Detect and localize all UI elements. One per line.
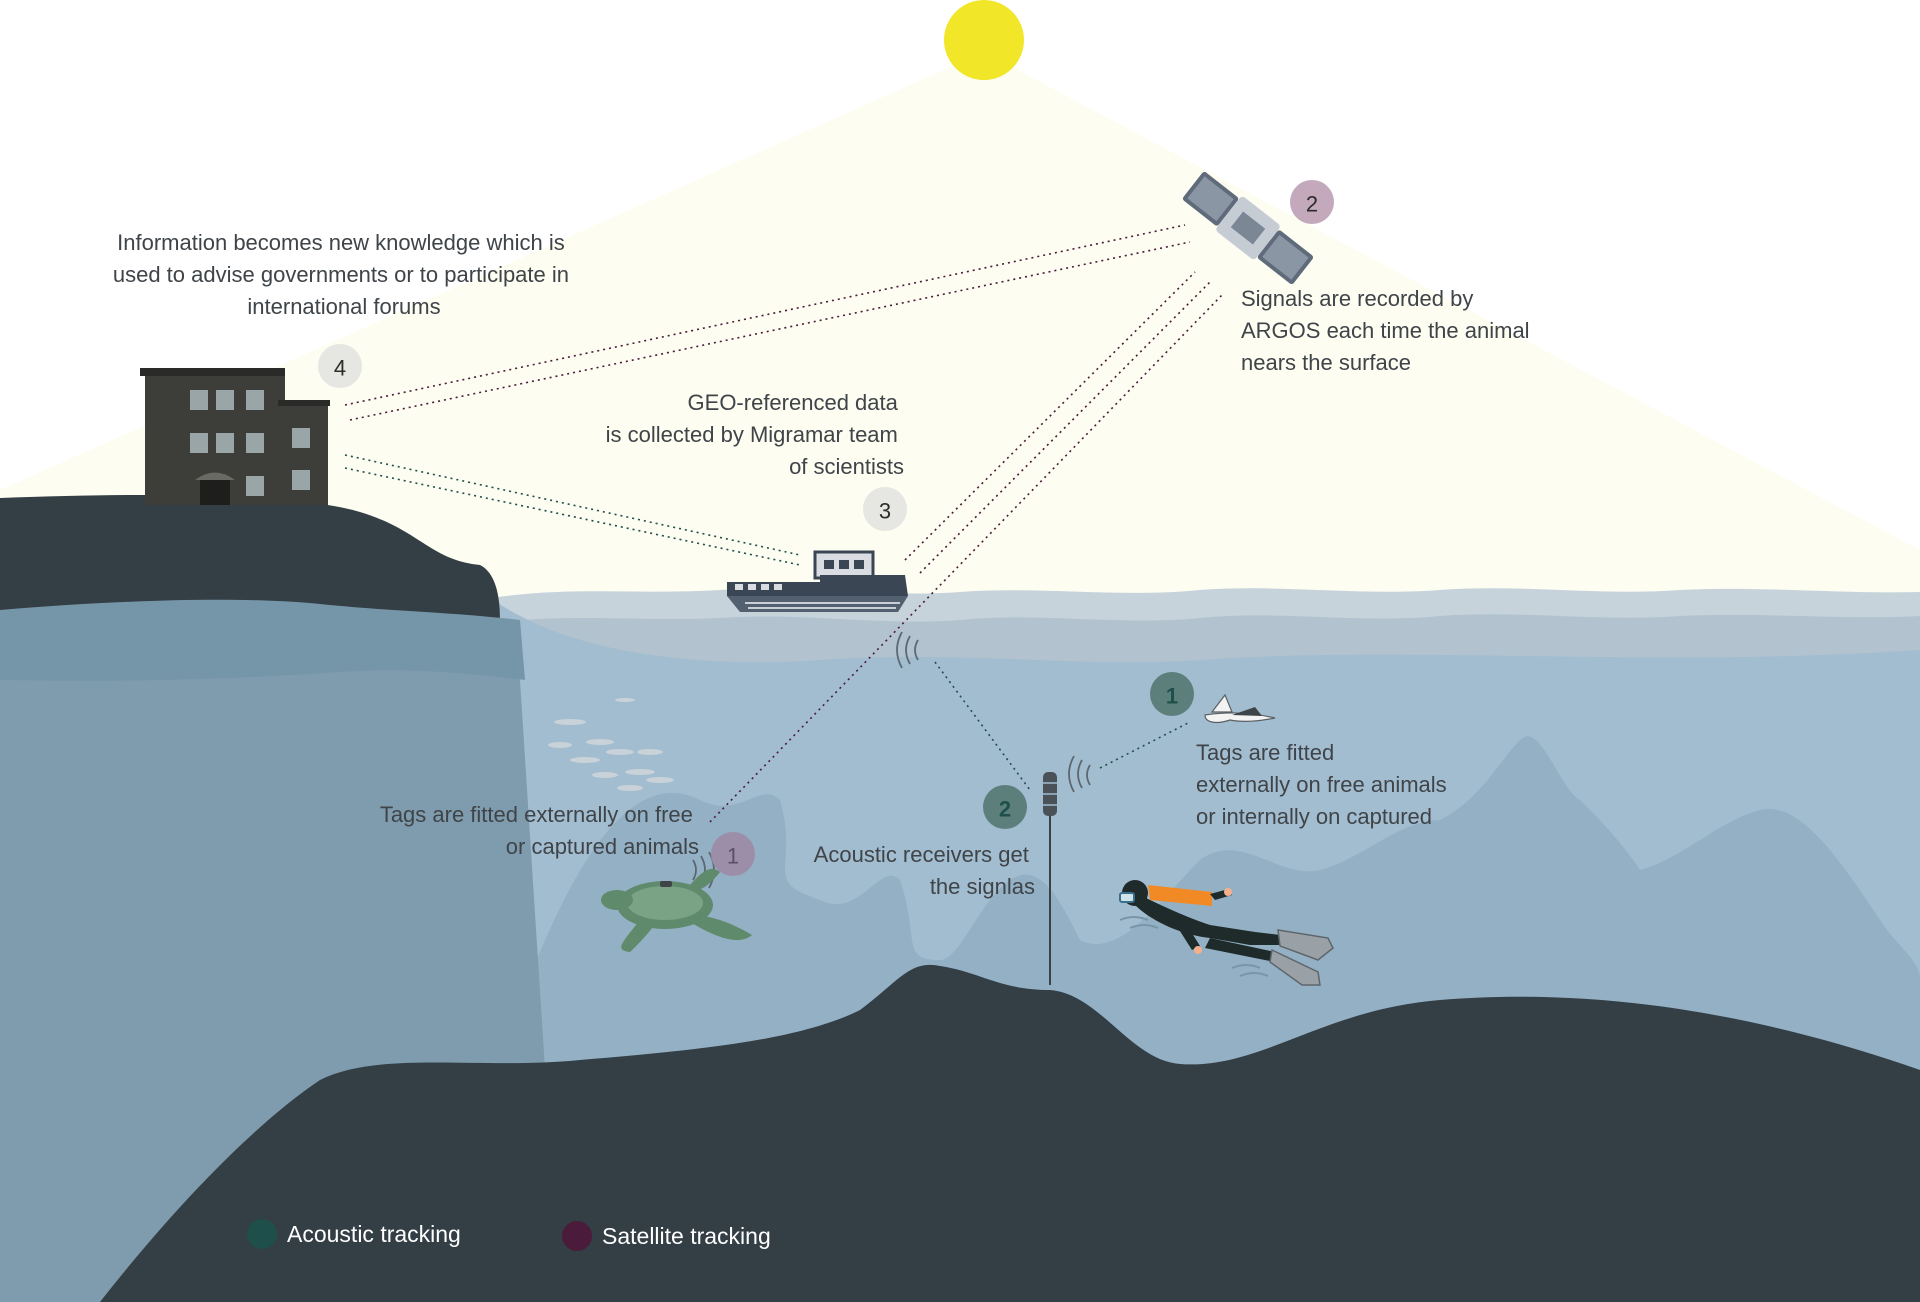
acoustic-receiver-icon bbox=[1043, 772, 1057, 985]
svg-text:2: 2 bbox=[999, 797, 1011, 822]
turtle-icon bbox=[601, 868, 752, 952]
island-cliff bbox=[0, 494, 500, 622]
satellite-icon bbox=[1182, 171, 1314, 285]
boat-icon bbox=[727, 550, 908, 612]
badge-step-4: 4 bbox=[318, 344, 362, 388]
diver-icon bbox=[1119, 880, 1334, 986]
label-sat-tags: Tags are fitted externally on free or ca… bbox=[380, 802, 699, 859]
label-argos: Signals are recorded by ARGOS each time … bbox=[1241, 286, 1536, 375]
label-geo: GEO-referenced data is collected by Migr… bbox=[606, 390, 904, 479]
seabed bbox=[100, 964, 1920, 1302]
satellite-signal-lines bbox=[344, 224, 1223, 823]
legend: Acoustic tracking Satellite tracking bbox=[247, 1219, 771, 1251]
badge-step-1-acoustic: 1 bbox=[1150, 672, 1194, 716]
svg-text:4: 4 bbox=[334, 356, 346, 381]
fish-school-icon bbox=[548, 698, 674, 791]
manta-ray-icon bbox=[1204, 693, 1276, 724]
sun-icon bbox=[944, 0, 1024, 80]
svg-text:1: 1 bbox=[1166, 684, 1178, 709]
sunlight-beam bbox=[0, 52, 1920, 630]
legend-acoustic-label: Acoustic tracking bbox=[287, 1221, 461, 1247]
building-icon bbox=[140, 368, 330, 505]
badge-step-3: 3 bbox=[863, 487, 907, 531]
badge-step-2-acoustic: 2 bbox=[983, 785, 1027, 829]
legend-acoustic-swatch bbox=[247, 1219, 277, 1249]
badge-step-1-satellite: 1 bbox=[711, 832, 755, 876]
svg-text:2: 2 bbox=[1306, 192, 1318, 217]
data-lines bbox=[344, 454, 1191, 791]
cliff-face bbox=[0, 599, 525, 681]
svg-text:3: 3 bbox=[879, 499, 891, 524]
label-receivers: Acoustic receivers get the signlas bbox=[814, 842, 1035, 899]
legend-satellite-swatch bbox=[562, 1221, 592, 1251]
label-acoustic-tags: Tags are fitted externally on free anima… bbox=[1196, 740, 1453, 829]
svg-text:1: 1 bbox=[727, 844, 739, 869]
badge-step-2-satellite: 2 bbox=[1290, 180, 1334, 224]
label-knowledge: Information becomes new knowledge which … bbox=[113, 230, 575, 319]
legend-satellite-label: Satellite tracking bbox=[602, 1223, 771, 1249]
